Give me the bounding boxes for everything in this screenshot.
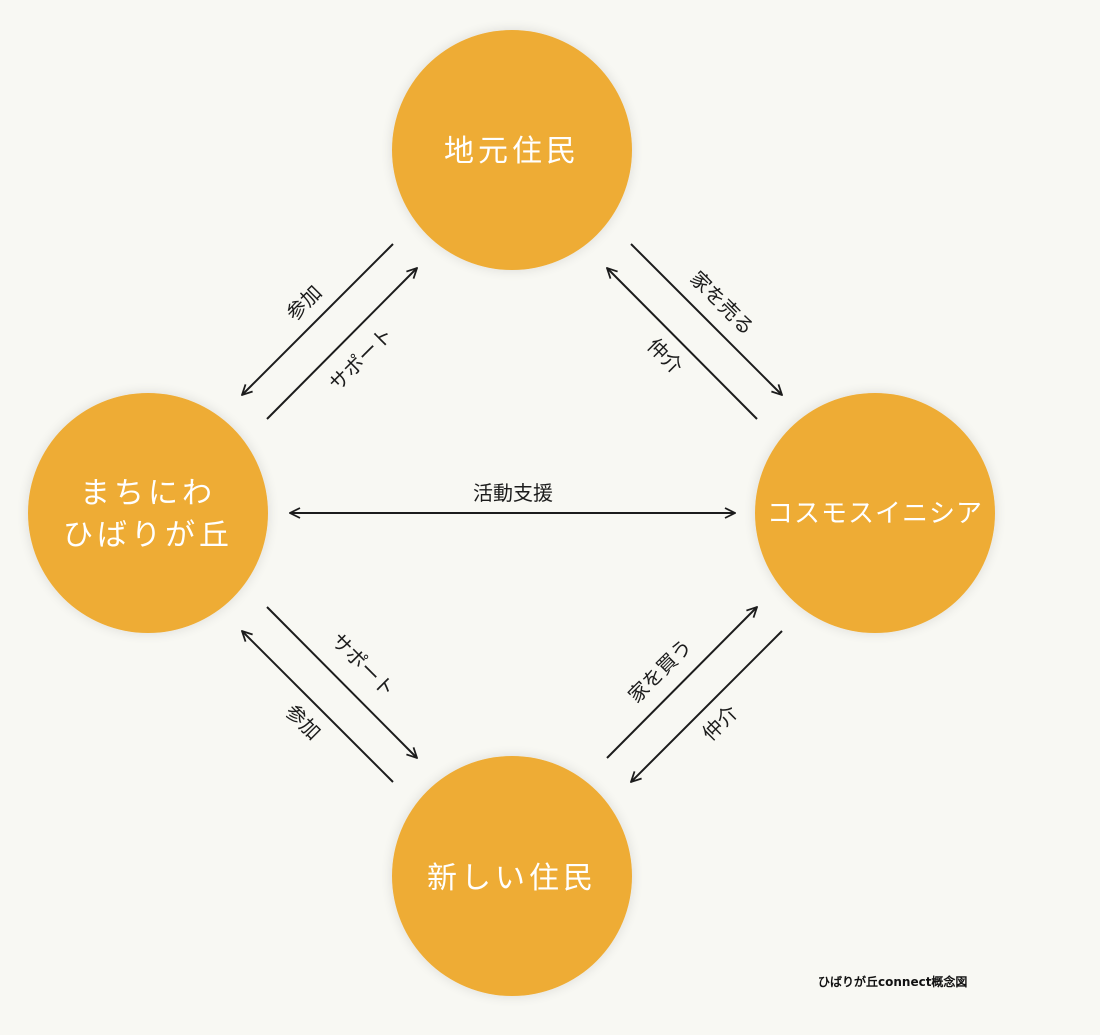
arrow-support-top-left	[266, 268, 417, 420]
node-local-residents: 地元住民	[392, 30, 632, 270]
arrow-mediate-top-right	[607, 268, 758, 420]
node-cosmos-label: コスモスイニシア	[767, 499, 983, 529]
node-cosmos-circle	[755, 393, 995, 633]
label-mediate-bottom-right: 仲介	[697, 700, 742, 745]
arrow-participate-top-left	[242, 243, 394, 395]
arrow-buy-house	[606, 607, 757, 759]
node-cosmos-initia: コスモスイニシア	[755, 393, 995, 633]
node-new-residents-label: 新しい住民	[427, 861, 597, 896]
diagram-caption: ひばりが丘connect概念図	[818, 975, 968, 989]
arrow-sell-house	[630, 243, 782, 395]
label-mediate-top-right: 仲介	[642, 333, 687, 378]
label-support-bottom-left: サポート	[326, 628, 400, 702]
label-buy-house: 家を買う	[623, 634, 697, 708]
arrow-support-bottom-left	[266, 606, 417, 758]
node-local-residents-label: 地元住民	[444, 134, 580, 169]
node-local-residents-circle	[392, 30, 632, 270]
node-machiniwa-hibarigaoka: まちにわ ひばりが丘	[28, 393, 268, 633]
label-sell-house: 家を売る	[685, 266, 759, 340]
label-support-top-left: サポート	[324, 322, 398, 396]
node-machiniwa-label-line2: ひばりが丘	[63, 518, 233, 553]
node-machiniwa-circle	[28, 393, 268, 633]
node-new-residents-circle	[392, 756, 632, 996]
node-new-residents: 新しい住民	[392, 756, 632, 996]
label-participate-top-left: 参加	[281, 280, 326, 325]
label-participate-bottom-left: 参加	[280, 699, 325, 744]
arrow-mediate-bottom-right	[631, 630, 783, 782]
node-machiniwa-label-line1: まちにわ	[80, 476, 216, 511]
label-activity-support: 活動支援	[473, 481, 553, 505]
arrow-participate-bottom-left	[242, 631, 394, 783]
